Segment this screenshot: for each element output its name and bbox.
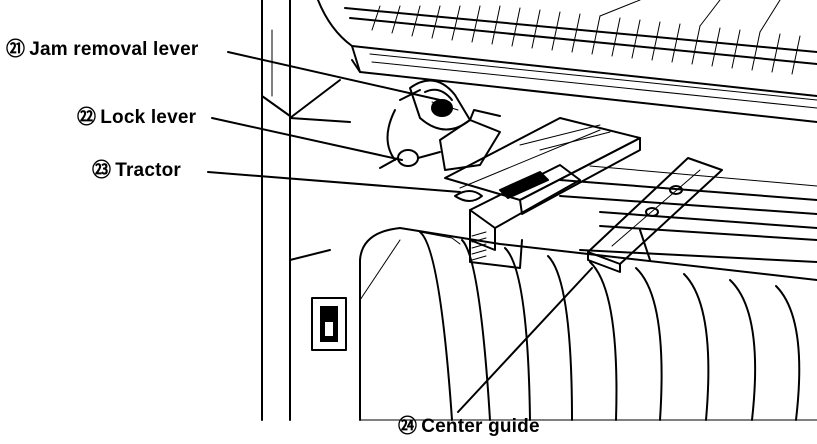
leader-24 xyxy=(457,267,593,413)
leader-lines xyxy=(207,51,593,413)
leader-22 xyxy=(211,117,403,161)
callout-number: ㉒ xyxy=(77,107,97,128)
callout-text: Tractor xyxy=(115,160,182,181)
jam-removal-lever xyxy=(386,79,471,161)
printer-chassis xyxy=(261,0,351,421)
center-guide xyxy=(587,157,723,273)
callout-text: Lock lever xyxy=(100,107,197,128)
lock-lever xyxy=(379,109,501,171)
callout-text: Center guide xyxy=(421,416,540,437)
front-cover xyxy=(359,227,817,421)
leader-23 xyxy=(207,171,461,193)
platen-rails xyxy=(559,165,817,263)
top-cover xyxy=(317,0,817,123)
tractor xyxy=(444,117,641,269)
callout-number: ㉔ xyxy=(398,416,418,437)
leader-21 xyxy=(227,51,441,101)
power-switch xyxy=(311,297,347,351)
callout-number: ㉑ xyxy=(6,39,26,60)
callout-text: Jam removal lever xyxy=(29,39,199,60)
callout-number: ㉓ xyxy=(92,160,112,181)
